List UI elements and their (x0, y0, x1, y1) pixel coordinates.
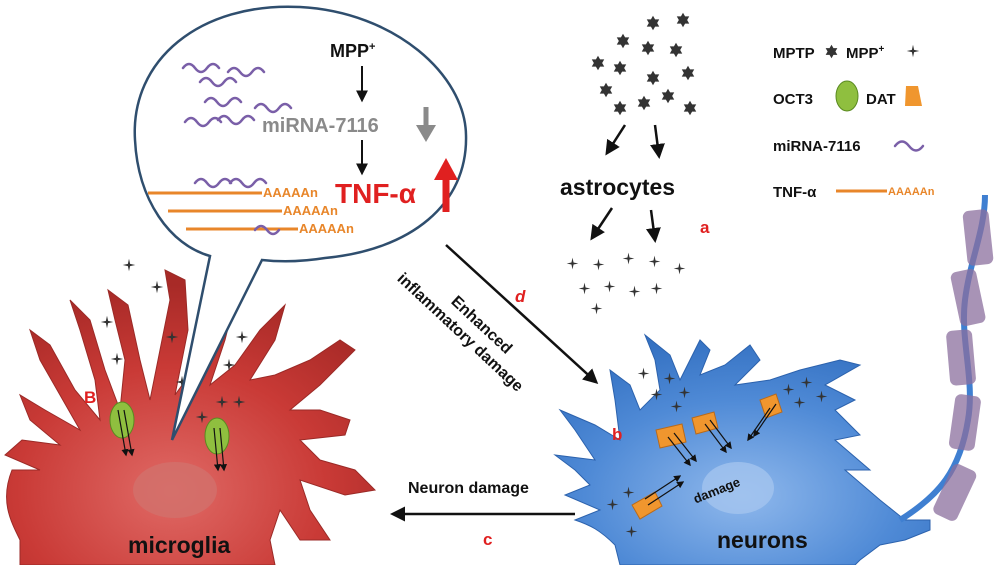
bubble-tnf-label: TNF-α (335, 178, 416, 209)
dat-transporter (655, 423, 687, 449)
bubble-mirna-label: miRNA-7116 (262, 115, 379, 137)
neuron-axon (898, 194, 994, 523)
dat-transporter (759, 393, 783, 419)
microglia-label: microglia (128, 532, 230, 558)
neuron-nucleus (702, 462, 774, 514)
inflammatory-damage-label: inflammatory damage (394, 270, 527, 395)
oct3-icon (835, 80, 859, 112)
legend-mpp-label: MPP+ (846, 44, 885, 62)
oct3-transporter (109, 401, 135, 439)
polya-tail: AAAAAn (299, 221, 354, 236)
legend-mirna-label: miRNA-7116 (773, 138, 861, 155)
mirna-squiggles (181, 62, 293, 236)
marker-a: a (700, 218, 710, 237)
oct3-transporter (204, 417, 230, 455)
dat-icon (905, 86, 922, 106)
legend-dat-label: DAT (866, 91, 896, 108)
microglia-cell (4, 258, 377, 565)
neuron-damage-label: Neuron damage (408, 480, 529, 497)
astrocytes-label: astrocytes (560, 174, 675, 200)
polya-tail: AAAAAn (263, 185, 318, 200)
enhanced-damage-arrow (445, 244, 599, 385)
mirna-icon (893, 140, 925, 152)
marker-d: d (515, 287, 526, 306)
marker-B: B (84, 388, 96, 407)
neurons-label: neurons (717, 527, 808, 553)
legend-tnf-label: TNF-α (773, 184, 817, 201)
mpp-spark-icon (906, 44, 920, 58)
legend-oct3-label: OCT3 (773, 91, 813, 108)
microglia-nucleus (133, 462, 217, 518)
neuron-cell: damage (553, 194, 994, 565)
legend-polya-tail: AAAAAn (888, 186, 935, 198)
marker-b: b (612, 425, 622, 444)
mpp-particles (566, 252, 686, 315)
zoom-bubble (133, 5, 468, 441)
legend: MPTP MPP+ OCT3 DAT miRNA-7116 TNF-α AAAA… (773, 44, 935, 201)
polya-tail: AAAAAn (283, 203, 338, 218)
bubble-contents: MPP+ miRNA-7116 TNF-α AAAAAn AAAAAn AAAA… (148, 41, 458, 236)
bubble-mpp-label: MPP+ (330, 41, 375, 61)
legend-mptp-label: MPTP (773, 45, 815, 62)
marker-c: c (483, 530, 492, 549)
mptp-star-icon (825, 44, 838, 59)
dat-transporter (691, 411, 719, 435)
mptp-molecules (591, 12, 697, 116)
dat-transporter (631, 491, 663, 520)
